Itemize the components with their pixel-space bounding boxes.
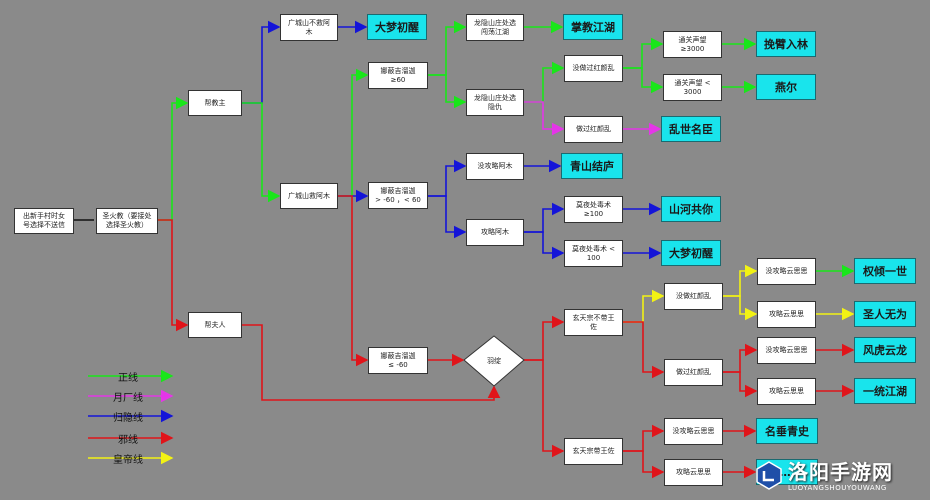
node-no-gongluo-3: 没攻略云思思: [664, 418, 723, 445]
watermark: 洛阳手游网 LUOYANGSHOUYOUWANG: [748, 452, 930, 500]
edge-holyfire-bangjiaozhu: [158, 96, 189, 221]
edge-with-gl3: [623, 450, 665, 479]
legend-label-main: 正线: [118, 373, 138, 384]
node-did-hongyanluan-2: 做过红颜乱: [664, 359, 723, 386]
edge-with-nogl3: [623, 424, 665, 452]
node-moye-ge100: 莫夜处毒术 ≥100: [564, 196, 623, 223]
yuzhen-diamond: [463, 335, 525, 387]
edge-ge60-hide: [428, 74, 467, 109]
node-bangjiaozhu: 帮教主: [188, 90, 242, 116]
ending-qingshan-jielu: 青山结庐: [561, 153, 623, 179]
edge-didhyl2-nogl2: [723, 343, 758, 373]
watermark-title: 洛阳手游网: [788, 460, 893, 484]
node-start: 出新手村时女 号选择不送信: [14, 208, 74, 234]
edge-nohyl-lt3000: [623, 67, 664, 94]
ending-dameng-2: 大梦初醒: [661, 240, 721, 266]
diamond-label-yuzhen: 羽绽: [487, 357, 501, 365]
edge-notwith-nohyl2: [623, 289, 665, 323]
node-moxie-le60: 娜蔽吉溜迦 ≤ -60: [368, 347, 428, 374]
edge-mid-amu: [428, 195, 467, 239]
node-bangfuren: 帮夫人: [188, 312, 242, 338]
ending-quanqing-yishi: 权倾一世: [854, 258, 916, 284]
edge-bangfuren-yuzhen: [242, 324, 501, 401]
edge-amu-moye: [524, 202, 565, 233]
ending-shanhe-gongni: 山河共你: [661, 196, 721, 222]
edge-mid-noamu: [428, 159, 467, 197]
edge-nohyl2-gl1: [723, 295, 758, 321]
watermark-logo-icon: [756, 461, 782, 490]
ending-shengren-wuwei: 圣人无为: [854, 301, 916, 327]
node-save-amu: 广城山救阿木: [280, 183, 338, 209]
legend-label-yuechang: 月厂线: [113, 393, 143, 404]
edge-nohyl-ge3000: [623, 37, 664, 69]
ending-wanbi-rulin: 挽臂入林: [756, 31, 816, 57]
edge-bangjiaozhu-nosave: [242, 20, 281, 104]
node-gongluo-2: 攻略云思思: [757, 378, 816, 405]
edge-save-le60: [338, 195, 369, 367]
node-tongguan-lt3000: 通关声望 < 3000: [663, 74, 722, 101]
ending-yitong-jianghu: 一统江湖: [854, 378, 916, 404]
ending-luanshi-mingchen: 乱世名臣: [661, 116, 721, 142]
node-gongluo-1: 攻略云思思: [757, 301, 816, 328]
node-no-gongluo-2: 没攻略云思思: [757, 337, 816, 364]
edge-hide-didhyl: [524, 101, 565, 136]
ending-zhangjiao-jianghu: 掌教江湖: [563, 14, 623, 40]
node-moxie-ge60: 娜蔽吉溜迦 ≥60: [368, 62, 428, 89]
node-did-hongyanluan: 做过红颜乱: [564, 116, 623, 143]
ending-fenghu-yunlong: 风虎云龙: [854, 337, 916, 363]
edge-ge60-scenery: [428, 20, 467, 76]
legend-label-xie: 邪线: [118, 435, 138, 446]
ending-dameng-1: 大梦初醒: [367, 14, 427, 40]
edge-didhyl2-gl2: [723, 371, 758, 398]
node-xuantian-not: 玄天宗不带王 佐: [564, 309, 623, 336]
node-tongguan-ge3000: 通关声望 ≥3000: [663, 31, 722, 58]
ending-mingchui-qingshi: 名垂青史: [756, 418, 818, 444]
legend-label-huangdi: 皇帝线: [113, 455, 143, 466]
node-no-hongyanluan: 没做过红颜乱: [564, 55, 623, 82]
node-longyin-scenery: 龙隐山庄处选 闯荡江湖: [466, 14, 524, 41]
node-moye-lt100: 莫夜处毒术 < 100: [564, 240, 623, 267]
ending-yaner: 燕尔: [756, 74, 816, 100]
edge-bangjiaozhu-save: [242, 102, 281, 203]
node-no-gongluo-1: 没攻略云思思: [757, 258, 816, 285]
edge-amu-moye2: [524, 231, 565, 260]
edge-nohyl2-nogl1: [723, 264, 758, 297]
edge-hide-nohyl: [524, 61, 565, 103]
node-holy-fire: 圣火教（要接处 选择圣火教）: [96, 208, 158, 234]
node-gongluo-3: 攻略云思思: [664, 459, 723, 486]
node-not-save-amu: 广城山不救阿 木: [280, 14, 338, 41]
edge-save-ge60: [338, 68, 369, 197]
legend-label-guiyin: 归隐线: [113, 413, 143, 424]
node-attack-amu: 攻略阿木: [466, 219, 524, 246]
node-moxie-mid: 娜蔽吉溜迦 > -60 ，< 60: [368, 182, 428, 209]
node-xuantian-with: 玄天宗带王佐: [564, 438, 623, 465]
edge-holyfire-bangfuren: [158, 219, 189, 332]
edge-yuzhen-notwith: [524, 315, 565, 361]
node-no-hongyanluan-2: 没做红颜乱: [664, 283, 723, 310]
edge-yuzhen-with: [524, 359, 565, 458]
node-longyin-hide: 龙隐山庄处选 隐仇: [466, 89, 524, 116]
node-no-attack-amu: 没攻略阿木: [466, 153, 524, 180]
watermark-subtitle: LUOYANGSHOUYOUWANG: [788, 484, 887, 492]
edge-notwith-didhyl2: [623, 321, 665, 379]
